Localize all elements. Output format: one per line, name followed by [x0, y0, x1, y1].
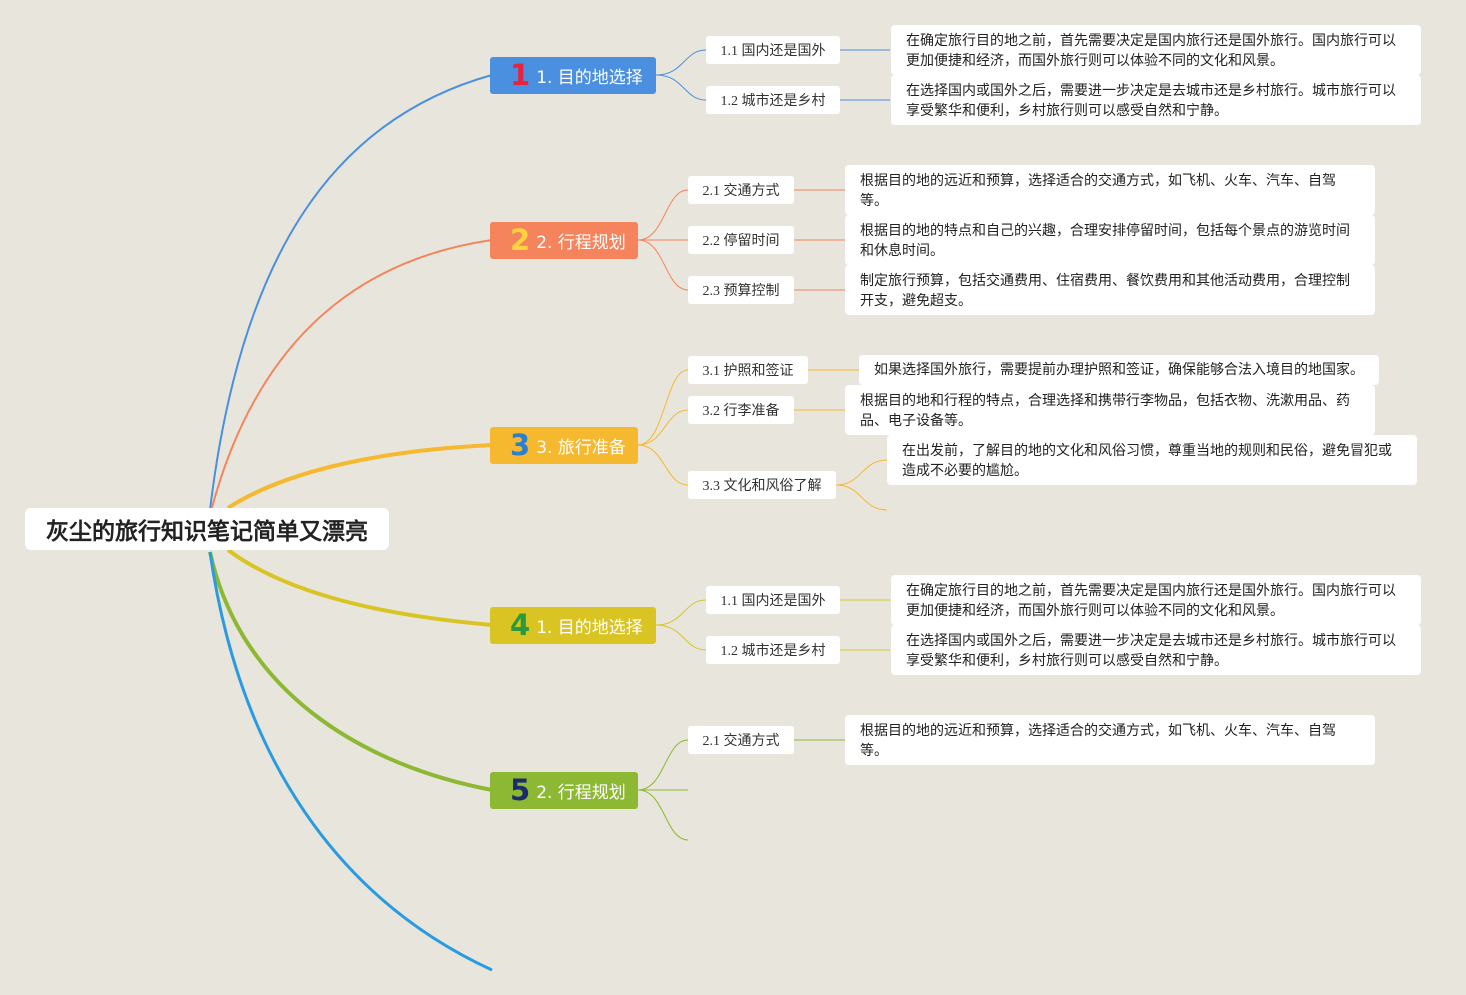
b4-sub-link-1 — [655, 599, 707, 626]
branch-2-detail-2[interactable]: 根据目的地的特点和自己的兴趣，合理安排停留时间，包括每个景点的游览时间和休息时间… — [845, 215, 1375, 265]
branch-2-label: 2. 行程规划 — [536, 233, 626, 253]
b3-sub-link-2 — [637, 409, 689, 446]
b3-desc-link-3 — [835, 459, 888, 486]
branch-2-subtopic-1[interactable]: 2.1 交通方式 — [688, 176, 794, 204]
b2-sub-link-1 — [637, 189, 689, 241]
branch-2-topic[interactable]: 2 2. 行程规划 — [490, 222, 638, 259]
b2-sub-link-3 — [637, 239, 689, 291]
branch-4-topic[interactable]: 4 1. 目的地选择 — [490, 607, 656, 644]
b3-desc-link-3b — [835, 484, 888, 511]
branch-5-detail-1[interactable]: 根据目的地的远近和预算，选择适合的交通方式，如飞机、火车、汽车、自驾等。 — [845, 715, 1375, 765]
branch-2-subtopic-2[interactable]: 2.2 停留时间 — [688, 226, 794, 254]
root-link-3 — [226, 443, 493, 510]
branch-3-label: 3. 旅行准备 — [536, 438, 626, 458]
branch-2-detail-1[interactable]: 根据目的地的远近和预算，选择适合的交通方式，如飞机、火车、汽车、自驾等。 — [845, 165, 1375, 215]
root-link-5 — [208, 551, 493, 792]
branch-3-detail-1[interactable]: 如果选择国外旅行，需要提前办理护照和签证，确保能够合法入境目的地国家。 — [859, 355, 1379, 385]
branch-3-subtopic-2[interactable]: 3.2 行李准备 — [688, 396, 794, 424]
branch-3-number: 3 — [510, 428, 531, 462]
branch-4-label: 1. 目的地选择 — [536, 618, 643, 638]
branch-2-detail-3[interactable]: 制定旅行预算，包括交通费用、住宿费用、餐饮费用和其他活动费用，合理控制开支，避免… — [845, 265, 1375, 315]
branch-4-detail-2[interactable]: 在选择国内或国外之后，需要进一步决定是去城市还是乡村旅行。城市旅行可以享受繁华和… — [891, 625, 1421, 675]
root-link-4 — [226, 548, 493, 627]
branch-2-number: 2 — [510, 223, 531, 257]
branch-3-detail-3[interactable]: 在出发前，了解目的地的文化和风俗习惯，尊重当地的规则和民俗，避免冒犯或造成不必要… — [887, 435, 1417, 485]
root-link-2 — [209, 239, 493, 516]
b5-sub-link-1 — [637, 739, 689, 791]
b1-sub-link-1 — [655, 49, 707, 76]
b4-sub-link-2 — [655, 624, 707, 651]
branch-4-subtopic-1[interactable]: 1.1 国内还是国外 — [706, 586, 840, 614]
b3-sub-link-1 — [637, 369, 689, 446]
branch-5-label: 2. 行程规划 — [536, 783, 626, 803]
branch-4-number: 4 — [510, 608, 531, 642]
branch-5-topic[interactable]: 5 2. 行程规划 — [490, 772, 638, 809]
root-link-tail — [208, 551, 493, 972]
branch-1-label: 1. 目的地选择 — [536, 68, 643, 88]
branch-2-subtopic-3[interactable]: 2.3 预算控制 — [688, 276, 794, 304]
branch-5-number: 5 — [510, 773, 531, 807]
branch-1-topic[interactable]: 1 1. 目的地选择 — [490, 57, 656, 94]
branch-1-subtopic-2[interactable]: 1.2 城市还是乡村 — [706, 86, 840, 114]
branch-1-number: 1 — [510, 58, 531, 92]
branch-4-detail-1[interactable]: 在确定旅行目的地之前，首先需要决定是国内旅行还是国外旅行。国内旅行可以更加便捷和… — [891, 575, 1421, 625]
root-topic[interactable]: 灰尘的旅行知识笔记简单又漂亮 — [25, 508, 389, 550]
branch-4-subtopic-2[interactable]: 1.2 城市还是乡村 — [706, 636, 840, 664]
b5-sub-link-3 — [637, 789, 689, 841]
branch-3-subtopic-3[interactable]: 3.3 文化和风俗了解 — [688, 471, 836, 499]
root-link-1 — [209, 74, 493, 511]
branch-1-detail-2[interactable]: 在选择国内或国外之后，需要进一步决定是去城市还是乡村旅行。城市旅行可以享受繁华和… — [891, 75, 1421, 125]
branch-1-subtopic-1[interactable]: 1.1 国内还是国外 — [706, 36, 840, 64]
b3-sub-link-3 — [637, 444, 689, 486]
branch-5-subtopic-1[interactable]: 2.1 交通方式 — [688, 726, 794, 754]
branch-3-topic[interactable]: 3 3. 旅行准备 — [490, 427, 638, 464]
branch-3-detail-2[interactable]: 根据目的地和行程的特点，合理选择和携带行李物品，包括衣物、洗漱用品、药品、电子设… — [845, 385, 1375, 435]
branch-3-subtopic-1[interactable]: 3.1 护照和签证 — [688, 356, 808, 384]
b1-sub-link-2 — [655, 74, 707, 101]
branch-1-detail-1[interactable]: 在确定旅行目的地之前，首先需要决定是国内旅行还是国外旅行。国内旅行可以更加便捷和… — [891, 25, 1421, 75]
